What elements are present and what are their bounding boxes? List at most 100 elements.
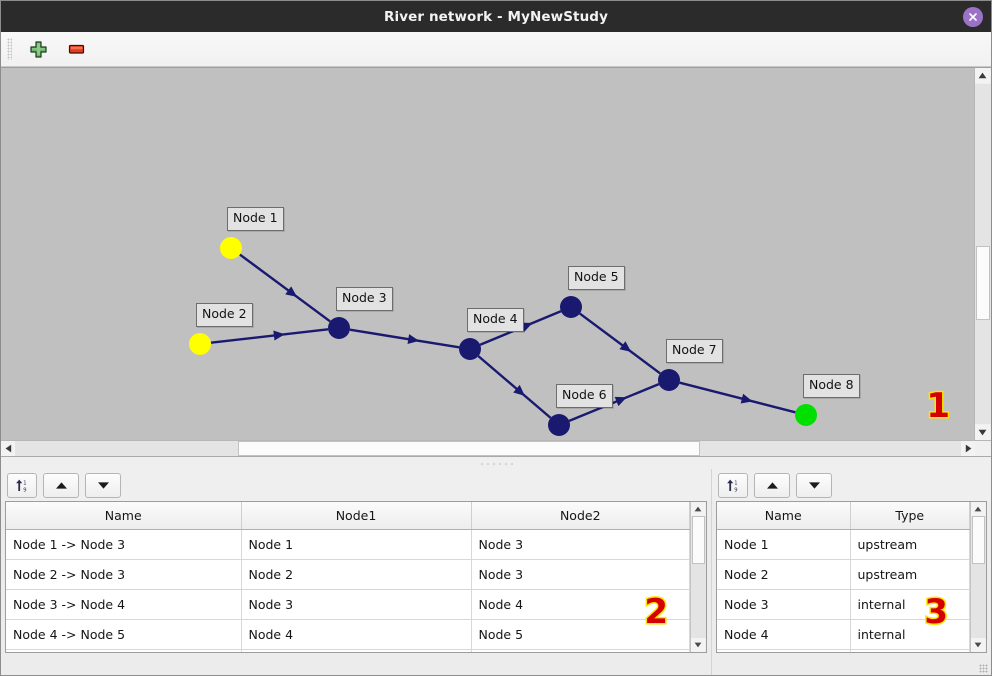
reaches-vscroll-down-arrow[interactable] — [691, 638, 705, 652]
graph-edge[interactable] — [210, 328, 329, 344]
graph-node-label-n1[interactable]: Node 1 — [227, 207, 284, 231]
reaches-empty-cell-0[interactable] — [6, 649, 242, 652]
river-network-canvas[interactable]: Node 1 Node 2 Node 3 Node 4 Node 5 Node 6 Node… — [1, 67, 974, 440]
hscroll-right-arrow[interactable] — [961, 441, 975, 456]
reaches-vertical-scrollbar[interactable] — [690, 502, 706, 652]
graph-edge[interactable] — [579, 312, 661, 375]
window-resize-grip[interactable] — [979, 664, 988, 673]
canvas-vertical-scrollbar[interactable] — [974, 67, 991, 440]
nodes-sort-button[interactable]: 1 9 — [718, 472, 748, 498]
nodes-vscroll-up-arrow[interactable] — [971, 502, 985, 516]
reaches-column-header-2[interactable]: Node2 — [471, 502, 690, 530]
vscroll-down-arrow[interactable] — [975, 425, 990, 440]
nodes-empty-row[interactable] — [717, 649, 970, 652]
reaches-empty-cell-2[interactable] — [471, 649, 690, 652]
nodes-cell-0[interactable]: Node 2 — [717, 559, 851, 590]
add-node-button[interactable] — [24, 35, 52, 63]
nodes-vscroll-thumb[interactable] — [972, 516, 985, 564]
bottom-pane: 1 9 — [1, 469, 991, 675]
graph-node-label-n4[interactable]: Node 4 — [467, 308, 524, 332]
reaches-column-header-0[interactable]: Name — [6, 502, 242, 530]
reaches-move-down-button[interactable] — [85, 472, 121, 498]
reaches-cell-1[interactable]: Node 4 — [241, 619, 472, 650]
graph-node-n4[interactable] — [459, 338, 481, 360]
graph-node-label-n6[interactable]: Node 6 — [556, 384, 613, 408]
nodes-cell-1[interactable]: internal — [850, 589, 970, 620]
graph-edges — [210, 253, 796, 422]
reaches-cell-2[interactable]: Node 3 — [471, 529, 690, 560]
hscroll-thumb[interactable] — [238, 441, 700, 456]
toolbar-drag-handle[interactable] — [7, 38, 12, 60]
nodes-cell-0[interactable]: Node 1 — [717, 529, 851, 560]
reaches-sort-button[interactable]: 1 9 — [7, 472, 37, 498]
graph-node-label-n3[interactable]: Node 3 — [336, 287, 393, 311]
vscroll-up-arrow[interactable] — [975, 68, 990, 83]
graph-node-label-n8[interactable]: Node 8 — [803, 374, 860, 398]
graph-node-label-n7[interactable]: Node 7 — [666, 339, 723, 363]
vscroll-thumb[interactable] — [976, 246, 990, 320]
graph-edge-arrowhead — [619, 341, 632, 352]
graph-node-n3[interactable] — [328, 317, 350, 339]
reaches-cell-1[interactable]: Node 1 — [241, 529, 472, 560]
nodes-column-header-1[interactable]: Type — [850, 502, 970, 530]
remove-node-button[interactable] — [62, 35, 90, 63]
graph-edge-arrowhead — [614, 396, 627, 407]
graph-node-n6[interactable] — [548, 414, 570, 436]
graph-edge[interactable] — [349, 328, 460, 349]
pane-splitter[interactable] — [1, 456, 991, 469]
nodes-column-header-0[interactable]: Name — [717, 502, 851, 530]
graph-edge[interactable] — [568, 383, 660, 422]
reaches-move-up-button[interactable] — [43, 472, 79, 498]
close-window-button[interactable] — [963, 6, 983, 27]
canvas-horizontal-scrollbar[interactable] — [1, 440, 991, 456]
hscroll-left-arrow[interactable] — [1, 441, 15, 456]
reaches-cell-0[interactable]: Node 3 -> Node 4 — [6, 589, 242, 620]
reaches-cell-0[interactable]: Node 2 -> Node 3 — [6, 559, 242, 590]
reaches-empty-cell-1[interactable] — [241, 649, 472, 652]
nodes-vscroll-down-arrow[interactable] — [971, 638, 985, 652]
graph-node-n2[interactable] — [189, 333, 211, 355]
reaches-vscroll-thumb[interactable] — [692, 516, 705, 564]
reaches-cell-0[interactable]: Node 4 -> Node 5 — [6, 619, 242, 650]
nodes-empty-cell-1[interactable] — [850, 649, 970, 652]
reaches-cell-2[interactable]: Node 5 — [471, 619, 690, 650]
graph-node-label-n5[interactable]: Node 5 — [568, 266, 625, 290]
remove-minus-icon — [68, 44, 84, 54]
reaches-cell-0[interactable]: Node 1 -> Node 3 — [6, 529, 242, 560]
reaches-vscroll-up-arrow[interactable] — [691, 502, 705, 516]
graph-edge[interactable] — [477, 355, 552, 419]
graph-edge[interactable] — [239, 253, 331, 323]
reaches-cell-1[interactable]: Node 3 — [241, 589, 472, 620]
reaches-cell-1[interactable]: Node 2 — [241, 559, 472, 590]
nodes-cell-0[interactable]: Node 4 — [717, 619, 851, 650]
graph-node-n7[interactable] — [658, 369, 680, 391]
nodes-cell-1[interactable]: internal — [850, 619, 970, 650]
nodes-cell-1[interactable]: upstream — [850, 529, 970, 560]
nodes-move-down-button[interactable] — [796, 472, 832, 498]
reaches-empty-row[interactable] — [6, 649, 690, 652]
sort-arrow-icon: 1 9 — [726, 479, 737, 493]
nodes-cell-1[interactable]: upstream — [850, 559, 970, 590]
graph-node-n1[interactable] — [220, 237, 242, 259]
graph-edge[interactable] — [679, 381, 796, 414]
graph-node-n8[interactable] — [795, 404, 817, 426]
graph-node-n5[interactable] — [560, 296, 582, 318]
reaches-cell-2[interactable]: Node 3 — [471, 559, 690, 590]
nodes-empty-cell-0[interactable] — [717, 649, 851, 652]
reaches-cell-2[interactable]: Node 4 — [471, 589, 690, 620]
nodes-vertical-scrollbar[interactable] — [970, 502, 986, 652]
graph-node-label-n2[interactable]: Node 2 — [196, 303, 253, 327]
nodes-move-up-button[interactable] — [754, 472, 790, 498]
nodes-cell-0[interactable]: Node 3 — [717, 589, 851, 620]
reaches-column-header-1[interactable]: Node1 — [241, 502, 472, 530]
